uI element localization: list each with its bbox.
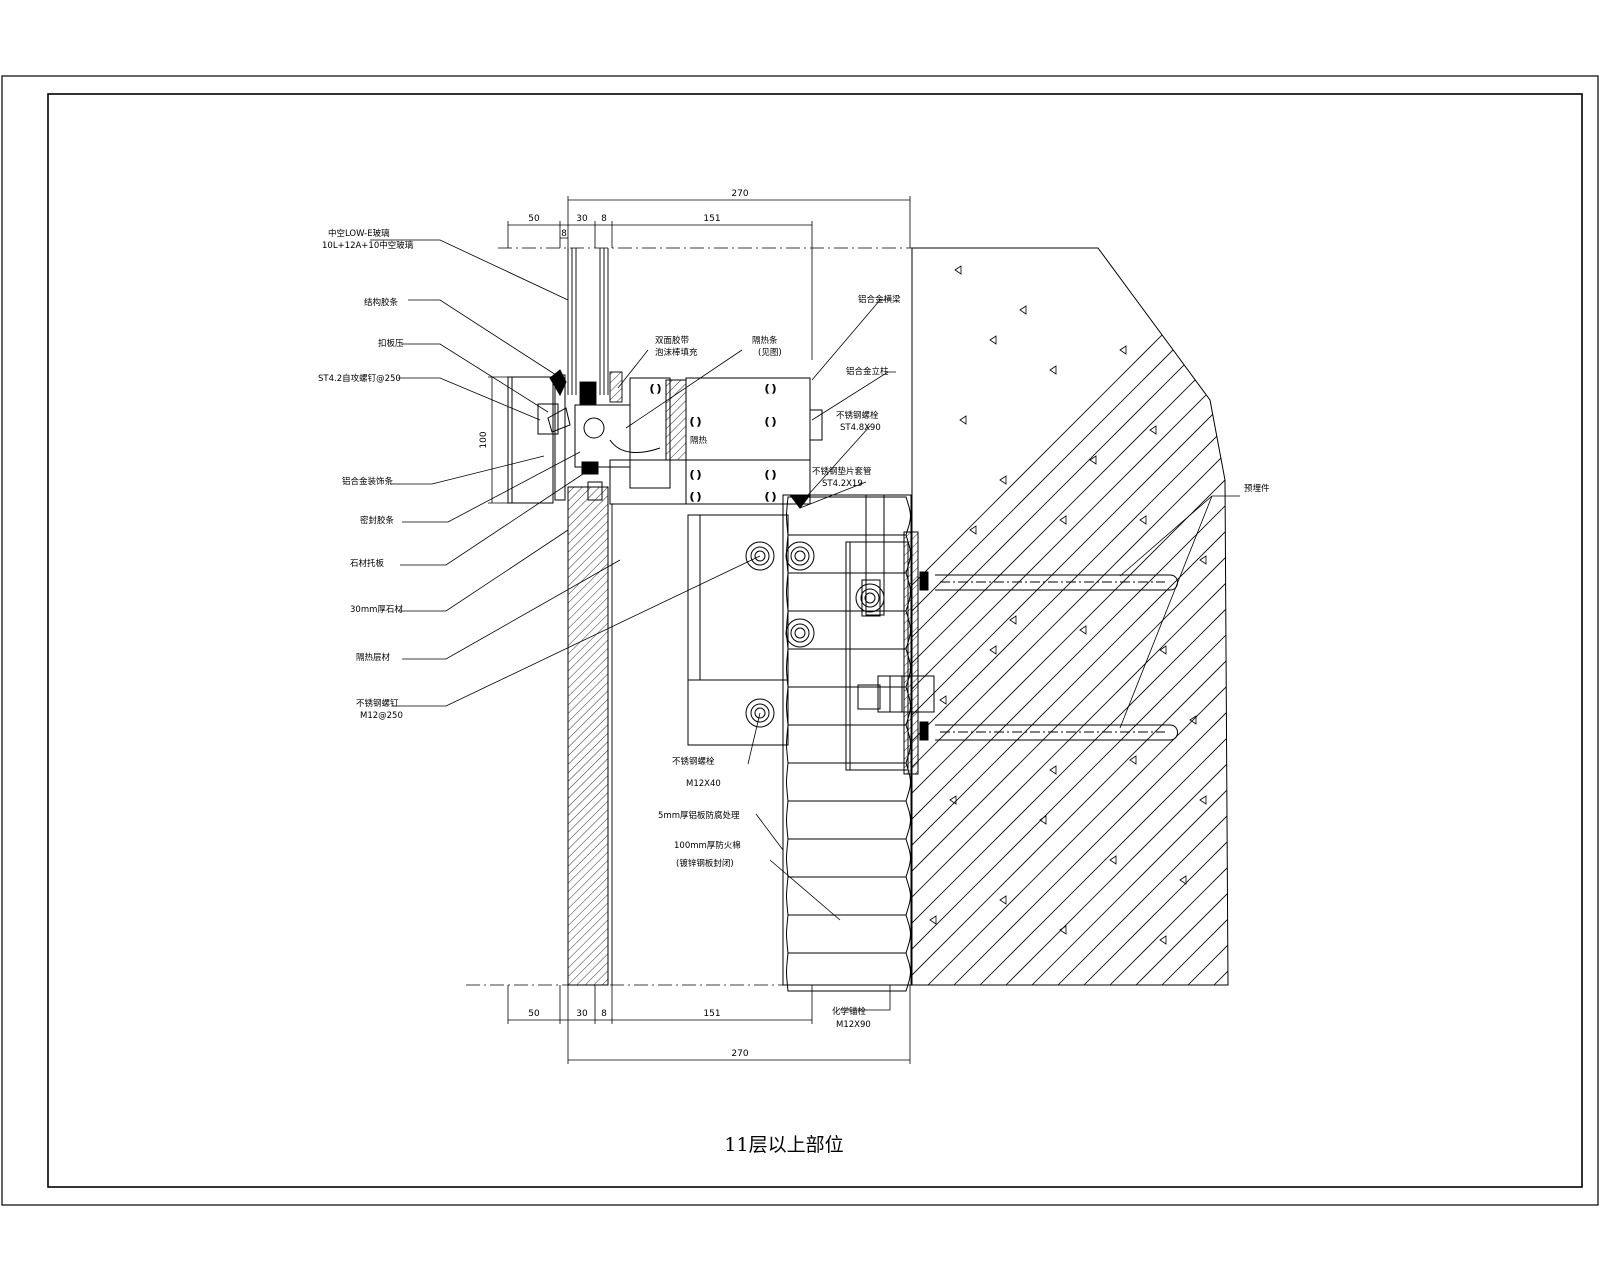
- callout-tape-2: 泡沫棒填充: [655, 347, 698, 358]
- dim-bottom-151: 151: [703, 1009, 720, 1019]
- callout-seal: 密封胶条: [360, 515, 395, 526]
- callout-bolt-a-2: ST4.8X90: [840, 423, 881, 433]
- callout-bolt-b-1: 不锈钢螺栓: [672, 756, 715, 767]
- callout-chemical-anchor-1: 化学锚栓: [832, 1006, 867, 1017]
- dim-bottom-30: 30: [576, 1009, 588, 1019]
- callout-glass-1: 中空LOW-E玻璃: [328, 228, 390, 239]
- svg-text:( ): ( ): [765, 384, 776, 395]
- insulated-glass-unit: [567, 248, 623, 405]
- callout-fire-wool-2: (镀锌钢板封闭): [676, 858, 734, 869]
- aluminium-mullion: ( ) ( ) ( ) ( ) ( ) ( ) ( ) ( ): [547, 369, 823, 505]
- side-dimension: [488, 376, 548, 504]
- drawing-title: 11层以上部位: [724, 1134, 843, 1156]
- callout-fire-wool-1: 100mm厚防火棉: [674, 840, 741, 851]
- callout-mullion: 铝合金立柱: [846, 366, 889, 377]
- dim-top-small-8: 8: [561, 229, 567, 239]
- outer-sheet-border: [1, 75, 1599, 1206]
- inner-drawing-border: [47, 93, 1583, 1188]
- bolt-group: [745, 494, 885, 728]
- stone-panel: [567, 486, 609, 986]
- svg-text:( ): ( ): [765, 470, 776, 481]
- callout-bolt-b-2: M12X40: [686, 779, 721, 789]
- callout-transom: 铝合金横梁: [858, 294, 901, 305]
- svg-text:( ): ( ): [765, 417, 776, 428]
- dim-top-270: 270: [731, 189, 748, 199]
- bottom-dimensions: [507, 985, 911, 1064]
- callout-thermal-break-1: 隔热条: [752, 335, 778, 346]
- callout-thermal: 隔热: [690, 435, 708, 446]
- decorative-trim: [507, 376, 559, 504]
- callout-stone: 30mm厚石材: [350, 604, 403, 615]
- right-callouts: 铝合金横梁 铝合金立柱 不锈钢螺栓 ST4.8X90 不锈钢垫片套管 ST4.2…: [658, 294, 1270, 1030]
- svg-text:( ): ( ): [765, 492, 776, 503]
- callout-stone-support: 石材托板: [350, 558, 385, 569]
- leader-lines: [370, 239, 1240, 1011]
- callout-chemical-anchor-2: M12X90: [836, 1020, 871, 1030]
- callout-stainless-screw-1: 不锈钢螺钉: [356, 698, 399, 709]
- callout-trim: 铝合金装饰条: [342, 476, 394, 487]
- callout-screw: ST4.2自攻螺钉@250: [318, 373, 401, 384]
- callout-aluminium-sheet: 5mm厚铝板防腐处理: [658, 810, 740, 821]
- svg-text:( ): ( ): [690, 417, 701, 428]
- callout-washer-1: 不锈钢垫片套管: [812, 466, 872, 477]
- dim-bottom-8: 8: [601, 1009, 607, 1019]
- callout-pressure-plate: 扣板压: [378, 338, 404, 349]
- dim-bottom-50: 50: [528, 1009, 540, 1019]
- dim-top-8: 8: [601, 214, 607, 224]
- callout-thermal-break-2: (见图): [758, 348, 782, 358]
- concrete-wall: [911, 247, 1229, 986]
- svg-text:( ): ( ): [690, 470, 701, 481]
- svg-text:( ): ( ): [650, 384, 661, 395]
- callout-gasket: 结构胶条: [364, 297, 399, 308]
- inner-callouts: 双面胶带 泡沫棒填充 隔热条 (见图) 隔热: [655, 335, 782, 446]
- callout-stainless-screw-2: M12@250: [360, 711, 403, 721]
- callout-bolt-a-1: 不锈钢螺栓: [836, 410, 879, 421]
- dim-top-50: 50: [528, 214, 540, 224]
- callout-embedded-part: 预埋件: [1244, 483, 1270, 494]
- fireproof-insulation: [782, 494, 912, 992]
- steel-bracket: [687, 494, 935, 775]
- dim-top-30: 30: [576, 214, 588, 224]
- dim-top-151: 151: [703, 214, 720, 224]
- left-callouts: 中空LOW-E玻璃 10L+12A+10中空玻璃 结构胶条 扣板压 ST4.2自…: [318, 228, 414, 721]
- dim-side-100: 100: [479, 431, 489, 448]
- svg-text:( ): ( ): [690, 492, 701, 503]
- callout-tape-1: 双面胶带: [655, 335, 690, 346]
- callout-glass-2: 10L+12A+10中空玻璃: [322, 240, 414, 251]
- callout-insulation-layer: 隔热层材: [356, 652, 391, 663]
- callout-washer-2: ST4.2X19: [822, 479, 863, 489]
- dim-bottom-270: 270: [731, 1049, 748, 1059]
- chemical-anchors: [919, 571, 1178, 741]
- top-dimensions: [507, 196, 911, 360]
